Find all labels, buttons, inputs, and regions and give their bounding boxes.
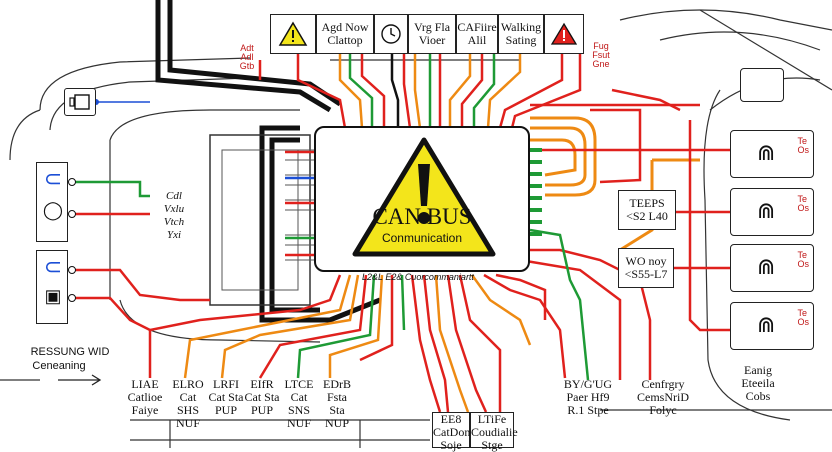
sensor-icon — [69, 94, 90, 110]
header-label-4: Walking Sating — [498, 14, 544, 54]
bottom-label-1: LIAE Catlioe Faiye — [127, 377, 163, 417]
left-panel-bottom — [36, 250, 68, 324]
bottom-label-11: Eanig Eteeila Cobs — [741, 363, 775, 403]
right-label-2: WO noy <S55-L7 — [618, 248, 674, 288]
header-label-2: Vrg Fla Vioer — [408, 14, 456, 54]
header-warning-box-right — [544, 14, 584, 54]
warning-triangle-red-icon — [550, 22, 578, 45]
right-label-1: TEEPS <S2 L40 — [618, 190, 676, 230]
bottom-label-10: Cenfrgry CemsNriD Folyc — [637, 377, 689, 417]
left-panel-top — [36, 162, 68, 242]
top-right-device — [740, 68, 784, 102]
left-caption-line1: RESSUNG WID — [30, 346, 110, 358]
left-module-label: Cdl Vxlu Vtch Yxi — [163, 190, 185, 241]
right-module-3: ⋒Te Os — [730, 244, 814, 292]
engine-icon: ◯ — [42, 200, 64, 220]
right-module-2: ⋒Te Os — [730, 188, 814, 236]
right-module-1: ⋒Te Os — [730, 130, 814, 178]
header-clock-box — [374, 14, 408, 54]
left-caption-line2: Ceneaning — [32, 360, 86, 372]
bottom-label-6: EDrB Fsta Sta NUP — [323, 377, 351, 430]
bottom-label-7: EE8 CatDon Soje — [432, 412, 471, 452]
bottom-label-4: EIfR Cat Sta PUP — [244, 377, 280, 417]
bottom-label-3: LRFI Cat Sta PUP — [208, 377, 244, 417]
header-label-1: Agd Now Clattop — [316, 14, 374, 54]
header-warning-box-left — [270, 14, 316, 54]
can-bus-module: CAN BUS Conmunication — [314, 126, 530, 272]
c-symbol-icon: ⊂ — [43, 166, 63, 191]
sensor-box — [64, 88, 96, 116]
bottom-label-8: LTiFe Coudialie Stge — [470, 412, 518, 452]
bottom-label-9: BY/G'UG Paer Hf9 R.1 Stpe — [563, 377, 613, 417]
clock-icon — [381, 24, 401, 44]
can-bus-subtitle: Conmunication — [381, 231, 463, 245]
top-right-small-label: Fug Fsut Gne — [592, 41, 610, 69]
battery-icon: ▣ — [44, 286, 62, 306]
bottom-label-2: ELRO Cat SHS NUF — [172, 377, 204, 430]
top-left-small-label: Adt Adl Gtb — [239, 43, 255, 71]
header-label-3: CAFiire Alil — [456, 14, 498, 54]
right-module-4: ⋒Te Os — [730, 302, 814, 350]
warning-triangle-icon — [278, 21, 308, 46]
bottom-label-5: LTCE Cat SNS NUF — [284, 377, 314, 430]
c-symbol-icon-2: ⊂ — [43, 254, 63, 279]
can-bus-title: CAN BUS — [372, 204, 472, 229]
warning-triangle-large-icon — [352, 137, 496, 257]
can-bus-footer-text: L2&L E2& Cuorcommaniartt — [362, 272, 474, 282]
